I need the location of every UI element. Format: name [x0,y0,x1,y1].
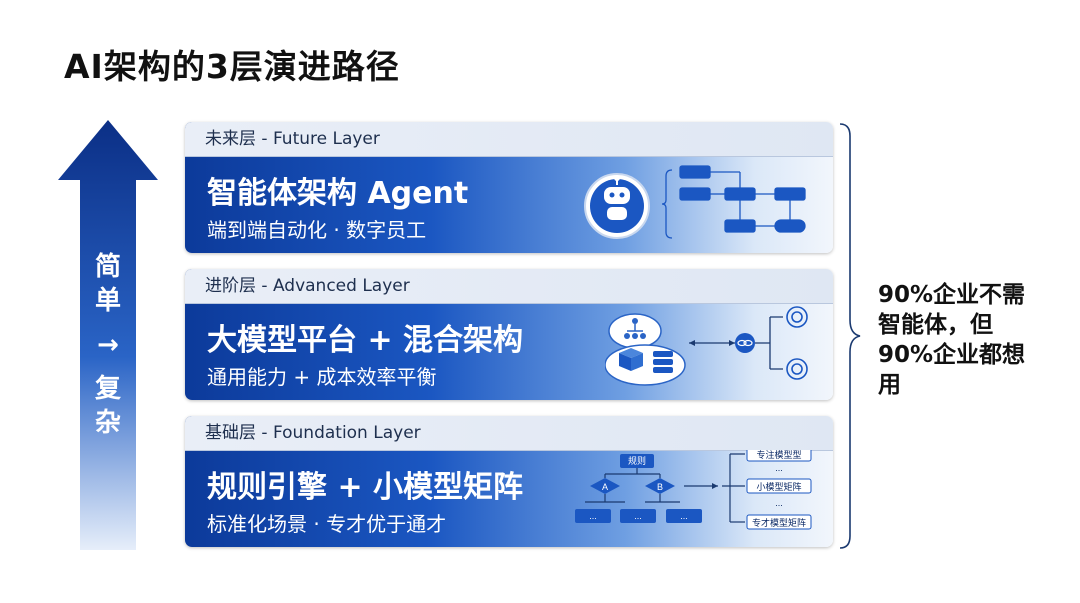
output-label: 专才模型矩阵 [752,517,806,528]
hybrid-illustration [605,306,808,386]
leaf-label: ... [634,511,642,521]
layer-subtitle: 标准化场景 · 专才优于通才 [207,512,447,536]
output-label: 小模型矩阵 [756,481,801,492]
arrow-char: 简 [94,252,121,282]
cloud-platform-icon [605,313,686,386]
layer-header: 未来层 - Future Layer [185,122,833,157]
advanced-layer-card: 进阶层 - Advanced Layer 大模型平台 + 混合架构 通用能力 +… [185,269,833,400]
layer-subtitle: 端到端自动化 · 数字员工 [207,218,427,242]
arrow-label: 简 单 → 复 杂 [88,250,128,440]
arrow-char: 复 [94,374,121,404]
output-label: 专注模型型 [756,450,801,460]
foundation-layer-card: 基础层 - Foundation Layer 规则引擎 + 小模型矩阵 标准化场… [185,416,833,547]
branch-b-label: B [657,482,663,492]
layer-header: 进阶层 - Advanced Layer [185,269,833,304]
leaf-label: ... [589,511,597,521]
output-ellipsis: ... [775,463,783,473]
ai-model-icon [786,306,808,380]
side-note: 90%企业不需智能体，但90%企业都想用 [878,282,1026,398]
page-title: AI架构的3层演进路径 [64,47,400,86]
link-icon [735,333,755,353]
future-layer-card: 未来层 - Future Layer 智能体架构 Agent 端到端自动化 · … [185,122,833,253]
leaf-label: ... [680,511,688,521]
rule-root-label: 规则 [628,455,646,466]
right-brace [839,123,861,549]
agent-illustration [584,165,806,239]
output-ellipsis: ... [775,498,783,508]
branch-a-label: A [602,482,608,492]
layer-title: 大模型平台 + 混合架构 [207,323,524,358]
arrow-char: 单 [94,286,121,316]
arrow-char: 杂 [94,408,121,438]
layer-title: 智能体架构 Agent [207,176,469,211]
layer-title: 规则引擎 + 小模型矩阵 [207,470,524,505]
rules-diagram: 规则 A B ... ... ... 专注模型型 ... 小模型矩阵 ... 专… [575,450,812,530]
layer-header: 基础层 - Foundation Layer [185,416,833,451]
arrow-char: → [97,330,119,360]
robot-icon [584,173,650,239]
layer-subtitle: 通用能力 + 成本效率平衡 [207,365,437,389]
workflow-diagram [661,165,806,239]
complexity-arrow [58,120,158,550]
